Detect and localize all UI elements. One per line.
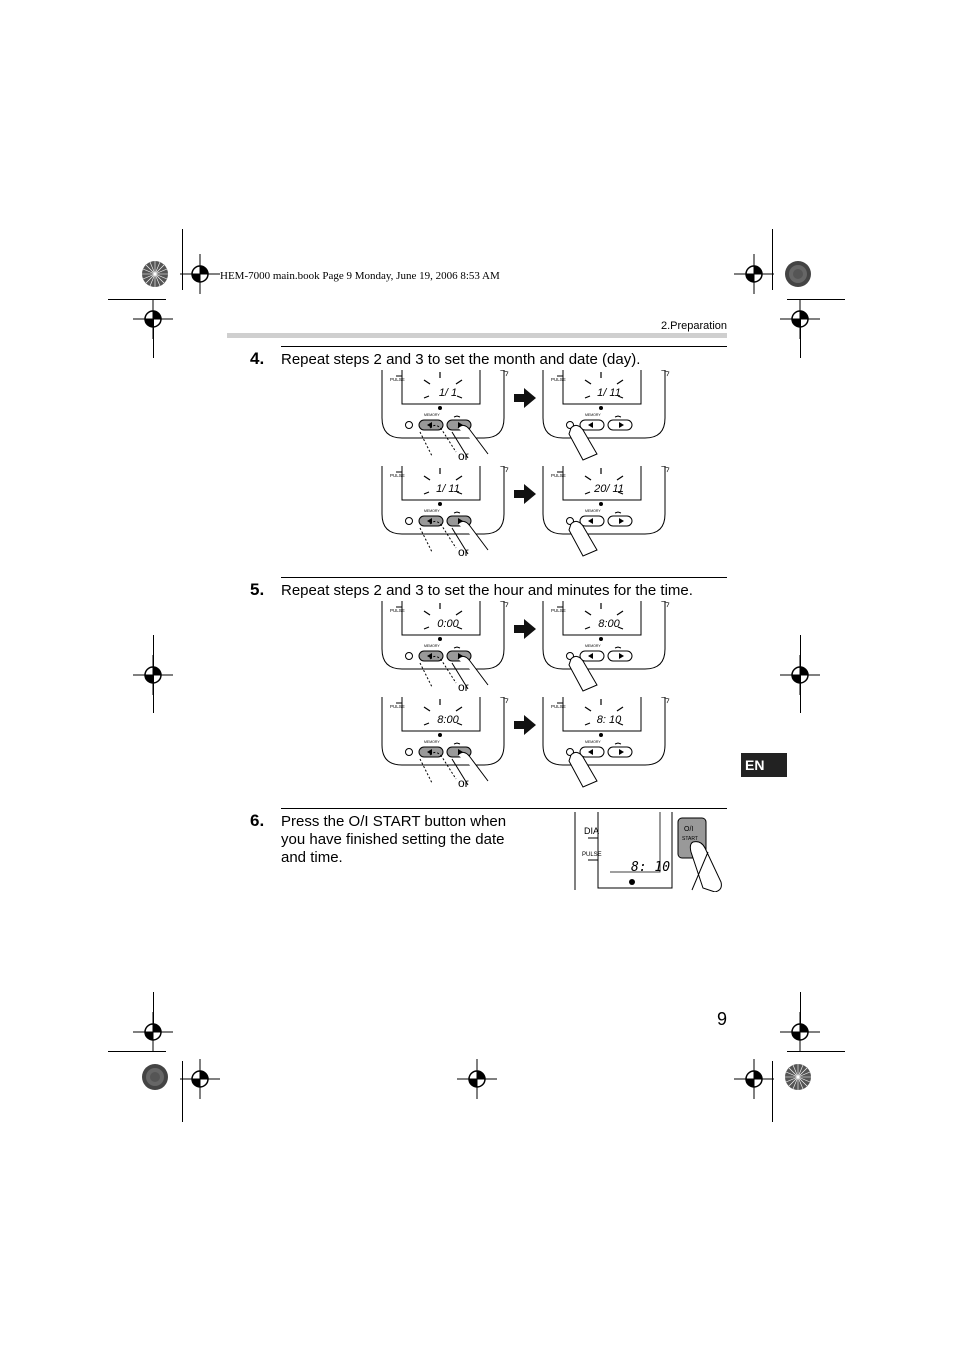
memory-label: MEMORY: [424, 413, 440, 417]
registration-target-icon: [780, 655, 820, 695]
finger-icon: [568, 520, 598, 557]
crop-mark: [772, 1061, 773, 1122]
step-instruction: Repeat steps 2 and 3 to set the month an…: [281, 351, 641, 368]
pulse-label: PULSE: [582, 852, 602, 858]
arrow-right-icon: [514, 715, 536, 740]
registration-target-icon: [780, 299, 820, 339]
memory-label: MEMORY: [424, 509, 440, 513]
step-divider: [281, 577, 727, 578]
blink-indicator: [423, 468, 463, 495]
memory-label: MEMORY: [585, 740, 601, 744]
arrow-right-icon: [514, 619, 536, 644]
printer-rosette-icon: [142, 261, 168, 287]
monitor-device-illustration: PULSE MEMORY 8:00: [542, 601, 670, 692]
registration-target-icon: [734, 254, 774, 294]
crop-mark: [108, 299, 166, 300]
memory-label: MEMORY: [585, 413, 601, 417]
printer-rosette-icon: [142, 1064, 168, 1090]
step-number: 6.: [250, 811, 265, 830]
step-instruction: Repeat steps 2 and 3 to set the hour and…: [281, 582, 693, 599]
dia-label: DIA: [584, 826, 600, 836]
registration-target-icon: [180, 1059, 220, 1099]
monitor-device-illustration: PULSE MEMORY 8:00: [381, 697, 509, 786]
or-label: or: [458, 680, 469, 694]
lcd-display: 8: 10: [597, 714, 622, 726]
start-button-illustration: [574, 812, 722, 892]
pulse-label: PULSE: [390, 377, 405, 382]
printer-rosette-icon: [785, 1064, 811, 1090]
lcd-display: 20/ 11: [593, 483, 624, 495]
monitor-device-illustration: PULSE MEMORY 20/ 11: [542, 466, 670, 557]
registration-target-icon: [180, 254, 220, 294]
arrow-right-icon: [514, 484, 536, 509]
crop-mark: [772, 229, 773, 290]
pulse-label: PULSE: [551, 608, 566, 613]
blink-indicator: [584, 603, 624, 630]
step-number: 4.: [250, 349, 265, 368]
lcd-display: 1/ 11: [436, 483, 460, 495]
start-button-sublabel: START: [682, 836, 698, 842]
memory-label: MEMORY: [585, 509, 601, 513]
finger-icon: [568, 424, 598, 461]
header-bar: [227, 333, 727, 338]
blink-indicator: [584, 372, 624, 399]
lcd-display: 0:00: [437, 618, 459, 630]
finger-icon: [568, 751, 598, 788]
registration-target-icon: [457, 1059, 497, 1099]
registration-target-icon: [133, 1012, 173, 1052]
start-button-label[interactable]: O/I: [684, 826, 694, 833]
or-label: or: [458, 545, 469, 559]
or-label: or: [458, 449, 469, 463]
blink-indicator: [423, 372, 463, 399]
lcd-display: 8:00: [598, 618, 620, 630]
monitor-device-illustration: PULSE MEMORY 0:00: [381, 601, 509, 690]
pulse-label: PULSE: [551, 473, 566, 478]
arrow-right-icon: [514, 388, 536, 413]
pulse-label: PULSE: [551, 377, 566, 382]
crop-mark: [182, 1061, 183, 1122]
lcd-display: 1/ 11: [597, 387, 621, 399]
crop-mark: [108, 1051, 166, 1052]
memory-label: MEMORY: [424, 740, 440, 744]
registration-target-icon: [133, 655, 173, 695]
blink-indicator: [423, 699, 463, 726]
blink-indicator: [584, 699, 624, 726]
blink-indicator: [584, 468, 624, 495]
blink-indicator: [423, 603, 463, 630]
finger-icon: [419, 751, 489, 786]
lcd-display: 1/ 1: [439, 387, 457, 399]
registration-target-icon: [780, 1012, 820, 1052]
printer-rosette-icon: [785, 261, 811, 287]
crop-mark: [182, 229, 183, 290]
or-label: or: [458, 776, 469, 790]
memory-label: MEMORY: [424, 644, 440, 648]
step-divider: [281, 808, 727, 809]
step-instruction: Press the O/I START button when you have…: [281, 813, 507, 866]
finger-icon: [419, 655, 489, 690]
finger-icon: [568, 655, 598, 692]
monitor-device-illustration: PULSE MEMORY 1/ 11: [542, 370, 670, 461]
crop-mark: [787, 299, 845, 300]
registration-target-icon: [734, 1059, 774, 1099]
finger-icon: [419, 424, 489, 459]
language-tab: EN: [741, 753, 787, 777]
pulse-label: PULSE: [390, 473, 405, 478]
monitor-device-illustration: PULSE MEMORY 8: 10: [542, 697, 670, 788]
step-divider: [281, 346, 727, 347]
section-title: 2.Preparation: [660, 320, 727, 332]
lcd-time-display: 8: 10: [631, 860, 671, 875]
pulse-label: PULSE: [390, 704, 405, 709]
registration-target-icon: [133, 299, 173, 339]
monitor-device-illustration: PULSE MEMORY 1/ 1: [381, 370, 509, 459]
finger-icon: [419, 520, 489, 555]
crop-mark: [787, 1051, 845, 1052]
pulse-label: PULSE: [390, 608, 405, 613]
lcd-display: 8:00: [437, 714, 459, 726]
memory-label: MEMORY: [585, 644, 601, 648]
monitor-device-illustration: PULSE MEMORY 1/ 11: [381, 466, 509, 555]
pulse-label: PULSE: [551, 704, 566, 709]
file-info-header: HEM-7000 main.book Page 9 Monday, June 1…: [220, 270, 500, 282]
page-number: 9: [716, 1009, 727, 1029]
step-number: 5.: [250, 580, 265, 599]
